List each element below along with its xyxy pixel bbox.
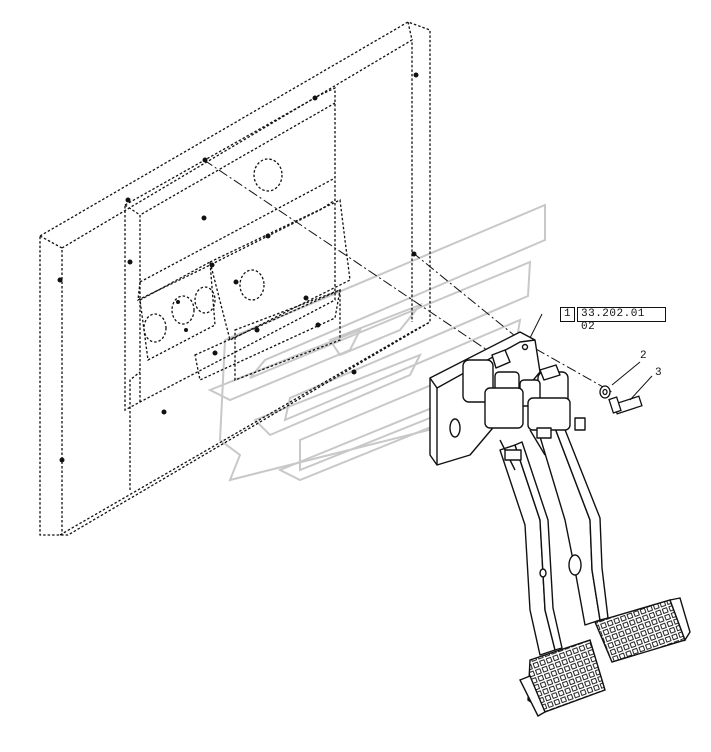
callout-leaders [529, 313, 653, 401]
bolt-part [608, 395, 643, 415]
ref-code-box[interactable]: 33.202.01 02 [577, 307, 666, 333]
ref-index-box: 1 [560, 307, 575, 322]
watermark-logo [207, 203, 546, 482]
panel-fastener-holes [57, 72, 419, 463]
callout-2: 2 [640, 350, 647, 362]
brake-pedal-pad-right [594, 597, 691, 663]
callout-3: 3 [655, 367, 662, 379]
assembly-centerlines [203, 159, 613, 393]
ref-index-label: 1 [563, 308, 572, 320]
dashboard-panel [39, 21, 431, 536]
ref-code-label: 33.202.01 02 [581, 308, 645, 333]
brake-pedal-pad-left [519, 639, 606, 717]
washer-part [599, 385, 611, 399]
pedal-assembly [429, 331, 609, 656]
